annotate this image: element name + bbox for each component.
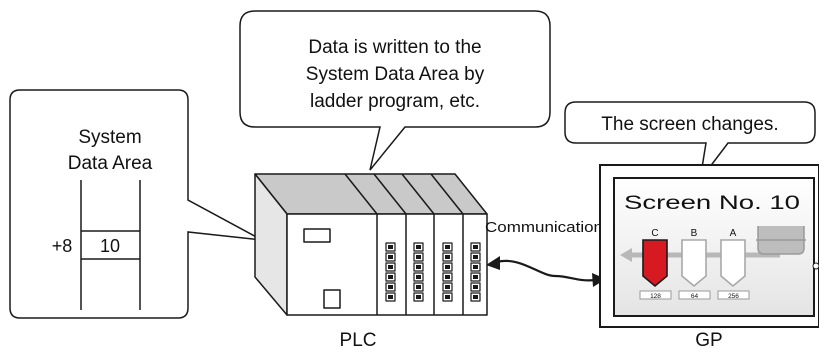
tank-a-label: A [730, 228, 737, 239]
system-data-area-callout: System Data Area +8 10 [9, 89, 263, 319]
plc-device [254, 173, 488, 316]
plc-note-line1: Data is written to the [308, 37, 481, 58]
tank-b-body [681, 239, 707, 288]
gp-label: GP [695, 330, 722, 351]
gp-screen-title: Screen No. 10 [624, 193, 800, 214]
tank-c-value-box [639, 290, 672, 300]
tank-b-value: 64 [691, 293, 699, 300]
tank-c-label: C [651, 228, 658, 239]
tank-b-label: B [691, 228, 698, 239]
plc-note-line2: System Data Area by [306, 64, 485, 85]
tank-a-body [720, 239, 746, 288]
gp-device: Screen No. 10 C 128 B 64 A 256 [599, 164, 819, 328]
gp-screen-change-callout: The screen changes. [564, 101, 816, 181]
tank-a-value-box [717, 290, 750, 300]
gp-side-knob-icon [812, 262, 819, 270]
tank-b: B 64 [678, 228, 711, 300]
tank-c: C 128 [639, 228, 672, 300]
plc-write-callout: Data is written to the System Data Area … [239, 10, 551, 171]
tank-a: A 256 [717, 228, 750, 300]
tank-c-value: 128 [650, 293, 661, 300]
tank-b-value-box [678, 290, 711, 300]
memory-offset: +8 [52, 236, 73, 256]
pipe-flow-arrow-icon [620, 248, 632, 262]
communication-link: Communication [485, 219, 606, 287]
system-data-area-title-line1: System [78, 127, 141, 148]
plc-note-line3: ladder program, etc. [310, 91, 480, 112]
memory-table: +8 10 [52, 180, 141, 310]
tank-c-body [642, 239, 668, 288]
gp-note: The screen changes. [601, 114, 778, 135]
communication-label: Communication [485, 219, 603, 236]
plc-label: PLC [340, 330, 377, 351]
tank-a-value: 256 [728, 293, 739, 300]
memory-value: 10 [100, 236, 120, 256]
system-data-area-title-line2: Data Area [68, 153, 153, 174]
arrowhead-left-icon [486, 256, 500, 270]
